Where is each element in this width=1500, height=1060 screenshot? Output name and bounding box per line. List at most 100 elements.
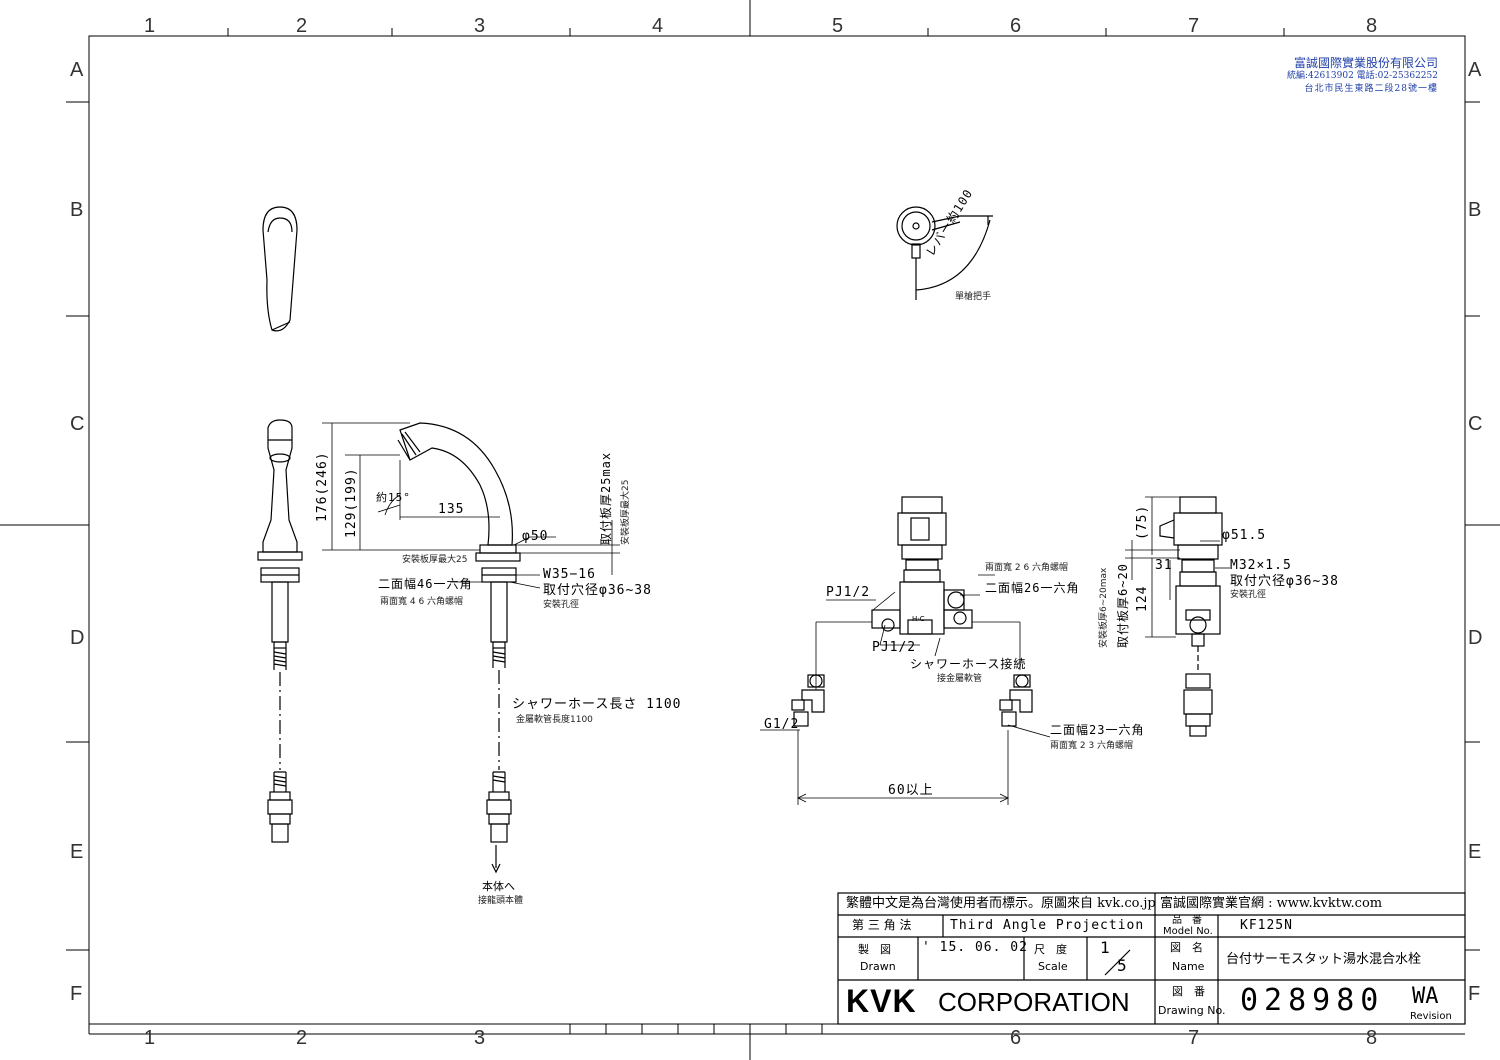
grid-row-d-right: D (1468, 627, 1483, 649)
grid-col-3-bottom: 3 (474, 1027, 486, 1049)
hole-left-label: 取付穴径φ36~38 (543, 583, 652, 598)
pj-top-label: PJ1/2 (826, 585, 871, 600)
height-129-label: 129(199) (344, 467, 359, 538)
model-value: KF125N (1240, 918, 1293, 933)
drawing-no-jp: 図 番 (1172, 985, 1205, 998)
thermostat-front-view (871, 496, 973, 635)
to-body-zh-label: 接龍頭本體 (478, 896, 524, 906)
hex26-zh-label: 兩面寬 2 6 六角螺帽 (985, 563, 1069, 573)
plate-range-zh-label: 安裝板厚6~20max (1099, 567, 1109, 648)
height-75-label: (75) (1135, 504, 1150, 540)
side-view (397, 422, 521, 874)
min-60-label: 60以上 (888, 783, 934, 798)
plate-max-zh-label: 安裝板厚最大25 (621, 479, 631, 545)
thermostat-side-view (1159, 496, 1223, 737)
handle-top-view (896, 206, 993, 300)
pj-bottom-label: PJ1/2 (872, 640, 917, 655)
drawing-number: 028980 (1240, 983, 1385, 1018)
bottom-ruler (569, 1024, 823, 1034)
m32-label: M32×1.5 (1230, 558, 1292, 573)
company-address: 台北市民生東路二段28號一樓 (1304, 84, 1438, 94)
hex23-zh-label: 兩面寬 2 3 六角螺帽 (1050, 741, 1134, 751)
hose-length-zh-label: 金屬軟管長度1100 (516, 715, 593, 725)
hex23-label: 二面幅23一六角 (1050, 723, 1145, 737)
hc-mark: H-C (912, 615, 925, 623)
title-note: 繁體中文是為台灣使用者而標示。原圖來自 kvk.co.jp (846, 896, 1156, 911)
grid-col-2-bottom: 2 (296, 1027, 308, 1049)
reach-135-label: 135 (438, 502, 465, 517)
phi50-label: φ50 (522, 529, 549, 544)
grid-row-b-right: B (1468, 199, 1482, 221)
grid-col-8-top: 8 (1366, 15, 1378, 37)
grid-col-5-top: 5 (832, 15, 844, 37)
shower-connection-zh-label: 接金屬軟管 (937, 674, 983, 684)
grid-row-c-left: C (70, 413, 85, 435)
grid-row-b-left: B (70, 199, 84, 221)
scale-jp: 尺 度 (1034, 943, 1067, 956)
drawing-no-en: Drawing No. (1158, 1004, 1226, 1017)
grid-col-7-bottom: 7 (1188, 1027, 1200, 1049)
grid-col-1-top: 1 (144, 15, 156, 37)
grid-row-c-right: C (1468, 413, 1483, 435)
g12-label: G1/2 (764, 717, 800, 732)
corporation-text: CORPORATION (938, 987, 1130, 1017)
grid-col-3-top: 3 (474, 15, 486, 37)
hole-right-zh-label: 安裝孔徑 (1230, 590, 1267, 600)
grid-col-6-bottom: 6 (1010, 1027, 1022, 1049)
grid-row-f-right: F (1468, 983, 1481, 1005)
name-jp: 図 名 (1170, 941, 1203, 954)
kvk-logo: KVK (846, 983, 917, 1019)
grid-row-e-left: E (70, 841, 84, 863)
hose-length-label: シャワーホース長さ 1100 (512, 697, 682, 712)
grid-col-4-top: 4 (652, 15, 664, 37)
drawn-date: ' 15. 06. 02 (922, 940, 1028, 955)
plate-zh-label: 安裝板厚最大25 (402, 555, 468, 565)
model-label-jp: 品 番 (1172, 915, 1202, 926)
grid-col-6-top: 6 (1010, 15, 1022, 37)
shower-connection-label: シャワーホース接続 (910, 657, 1027, 671)
w35-label: W35−16 (543, 567, 596, 582)
name-en: Name (1172, 960, 1205, 973)
grid-row-f-left: F (70, 983, 83, 1005)
grid-row-a-right: A (1468, 59, 1482, 81)
hex46-zh-label: 兩面寬 4 6 六角螺帽 (380, 597, 464, 607)
elbow-fittings (791, 674, 1033, 727)
projection-jp: 第 三 角 法 (852, 918, 912, 932)
hole-right-label: 取付穴径φ36~38 (1230, 574, 1339, 589)
plate-max-label: 取付板厚25max (599, 451, 613, 545)
side-view-dims (1125, 496, 1230, 638)
front-view (257, 206, 303, 843)
phi515-label: φ51.5 (1222, 528, 1267, 543)
revision-code: WA (1412, 984, 1439, 1009)
name-value: 台付サーモスタット湯水混合水栓 (1226, 952, 1422, 967)
model-label-en: Model No. (1163, 926, 1213, 937)
grid-row-d-left: D (70, 627, 85, 649)
to-body-label: 本体へ (482, 880, 515, 893)
title-site: 富誠國際實業官網 : www.kvktw.com (1160, 896, 1383, 911)
angle-label: 約15° (376, 491, 411, 504)
scale-numerator: 1 (1100, 938, 1111, 957)
grid-col-1-bottom: 1 (144, 1027, 156, 1049)
hex46-label: 二面幅46一六角 (378, 577, 473, 591)
grid-col-7-top: 7 (1188, 15, 1200, 37)
thermostat-dims (760, 574, 1051, 805)
projection-en: Third Angle Projection (950, 918, 1145, 933)
drawn-jp: 製 図 (858, 943, 891, 956)
revision-label: Revision (1410, 1011, 1452, 1022)
scale-denominator: 5 (1117, 956, 1128, 975)
company-tax-phone: 統編:42613902 電話:02-25362252 (1286, 71, 1438, 81)
plate-range-label: 取付板厚6~20 (1116, 563, 1130, 648)
grid-col-8-bottom: 8 (1366, 1027, 1378, 1049)
handle-label: 單槍把手 (955, 292, 992, 302)
dim-124-label: 124 (1135, 585, 1150, 612)
grid-row-a-left: A (70, 59, 84, 81)
hole-left-zh-label: 安裝孔徑 (543, 600, 580, 610)
hex26-label: 二面幅26一六角 (985, 581, 1080, 595)
dimension-lines-left (322, 422, 620, 589)
drawn-en: Drawn (860, 960, 896, 973)
grid-col-2-top: 2 (296, 15, 308, 37)
dim-31-label: 31 (1155, 558, 1173, 573)
title-block-frame (837, 892, 1466, 1025)
